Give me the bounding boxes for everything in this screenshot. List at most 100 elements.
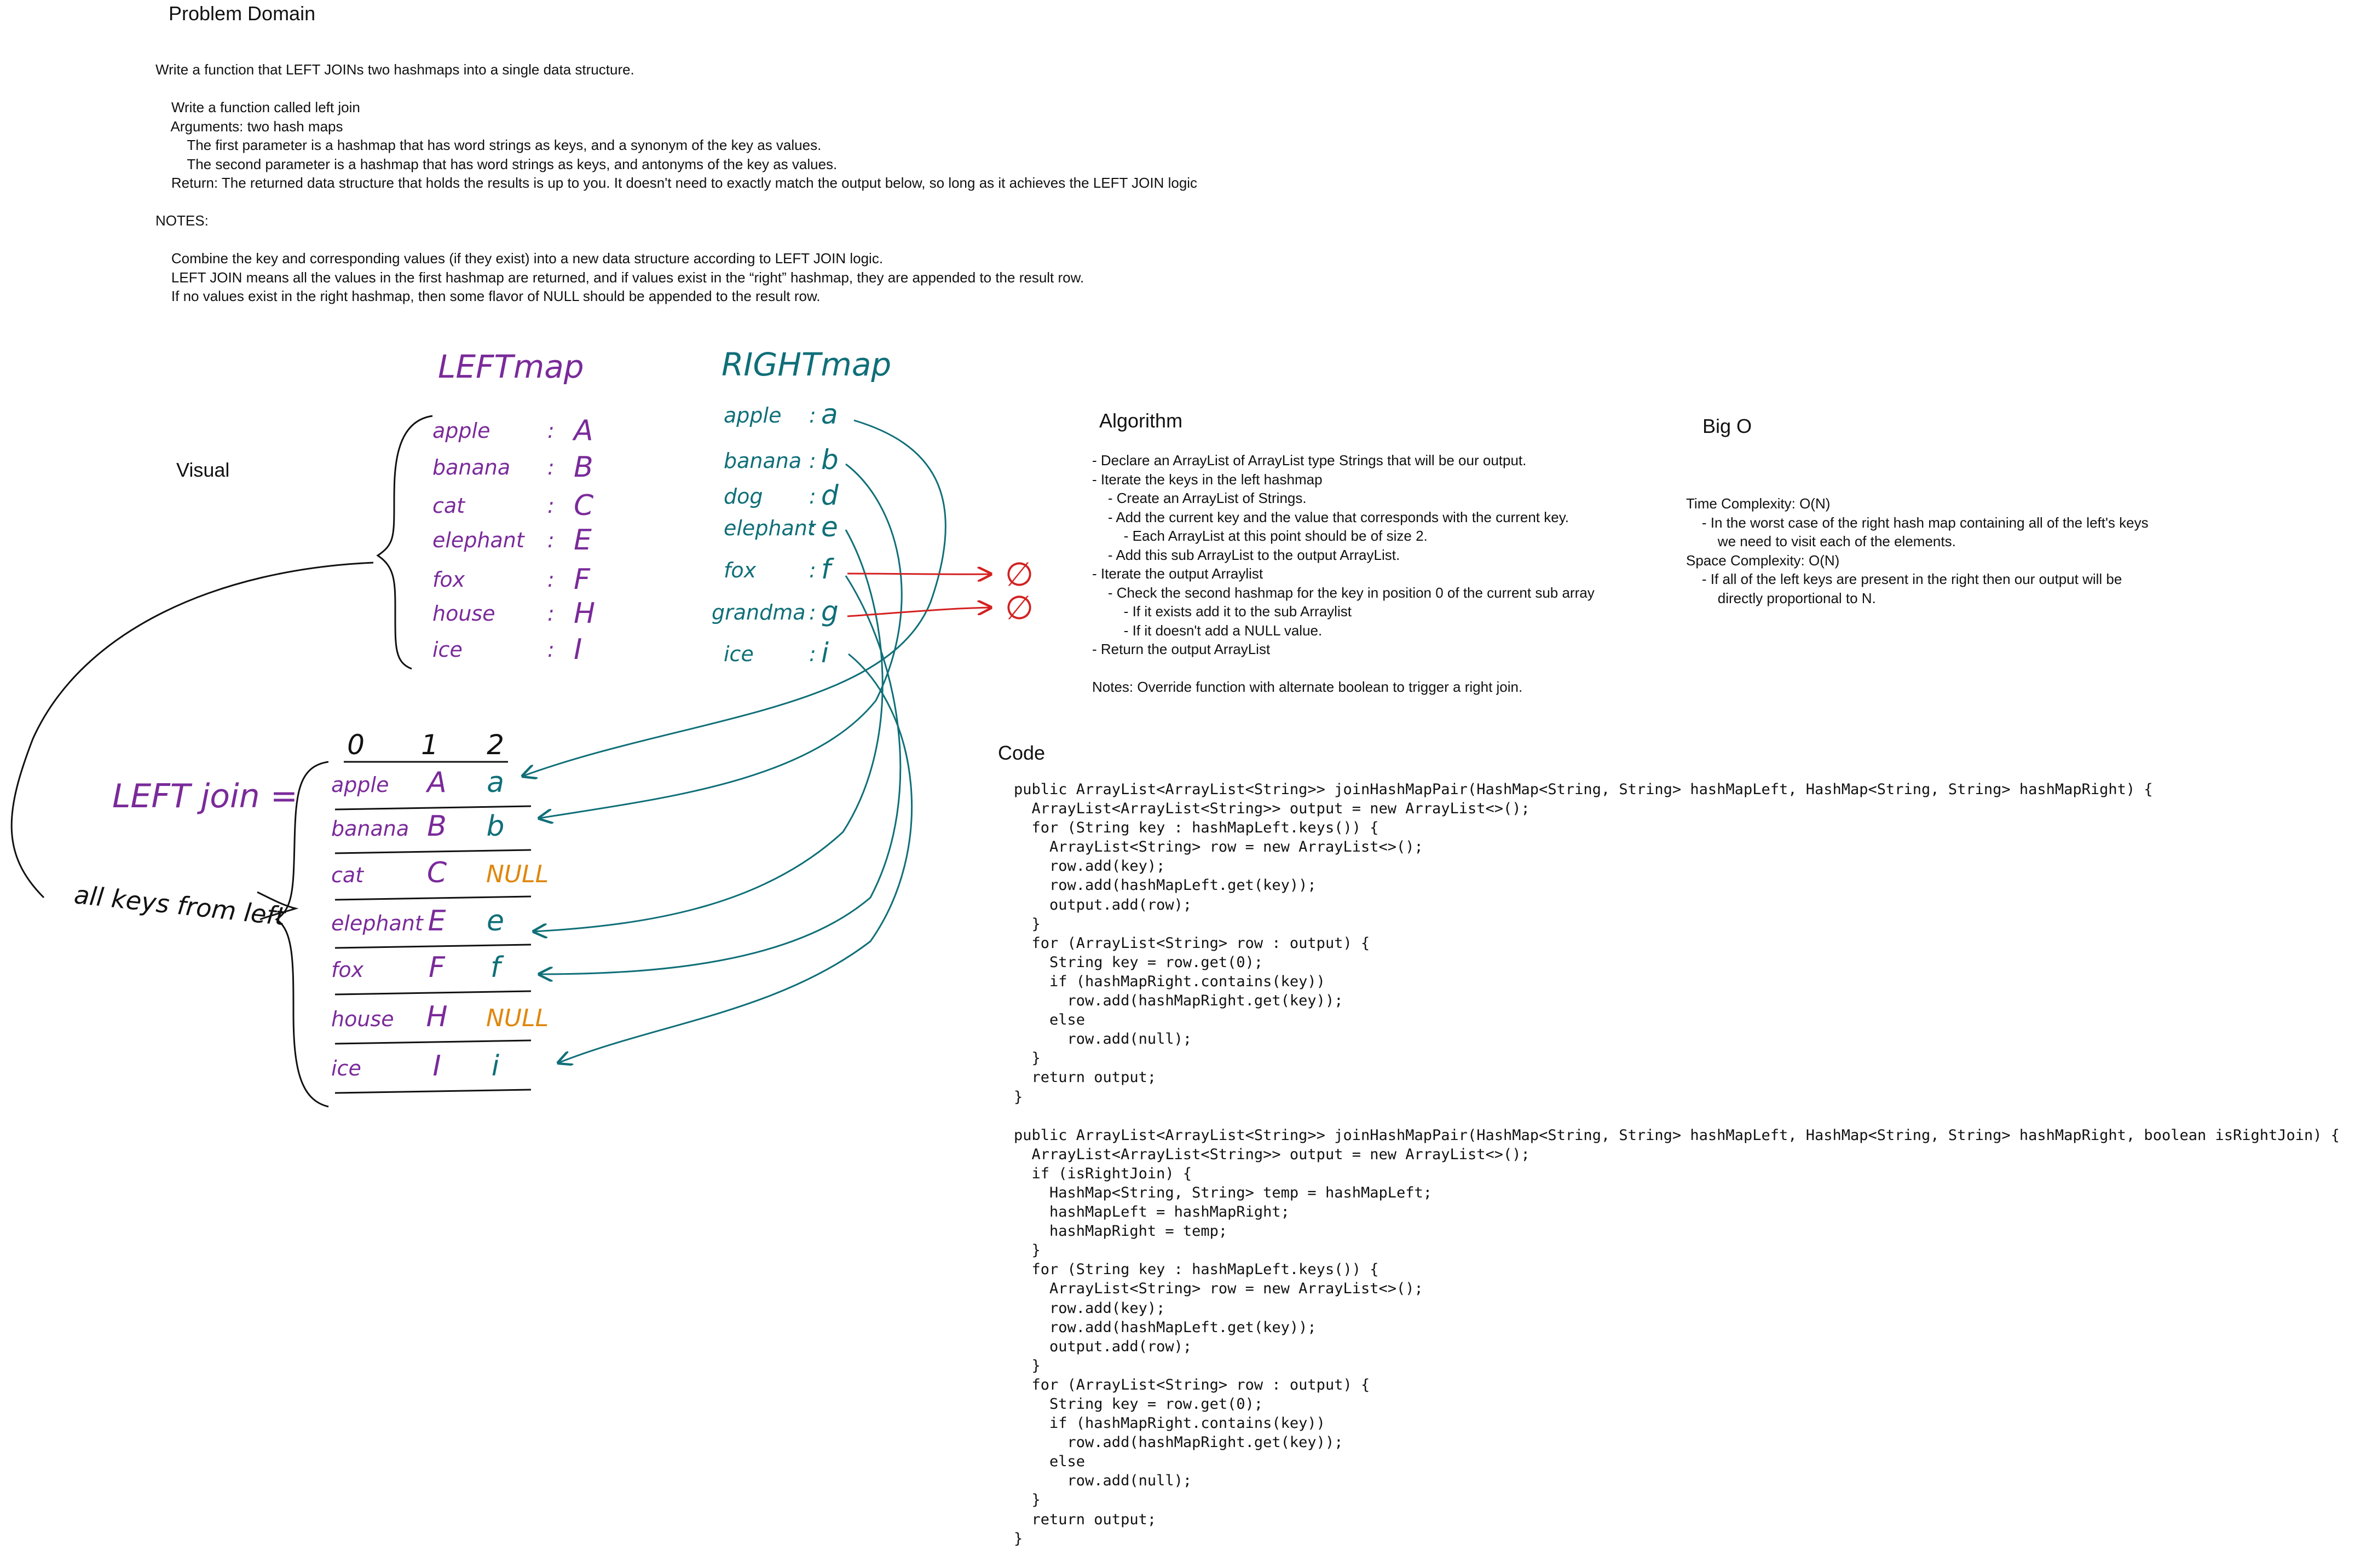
arrow-apple [523,419,946,776]
join-row-right-value: b [486,810,504,843]
left-map-key: fox [432,568,465,592]
text-line: String key = row.get(0); [1014,1396,1263,1413]
text-line: - In the worst case of the right hash ma… [1686,514,2149,531]
text-line: row.add(hashMapLeft.get(key)); [1014,1318,1317,1336]
join-row-left-value: I [432,1050,441,1083]
join-row-key: banana [331,817,409,841]
text-line: for (ArrayList<String> row : output) { [1014,1376,1370,1393]
text-line: Notes: Override function with alternate … [1092,679,1523,695]
join-row-right-value: i [492,1050,500,1083]
left-map-key: house [432,601,495,626]
left-map-key: banana [432,455,510,479]
text-line: LEFT JOIN means all the values in the fi… [155,269,1084,286]
join-row-key: house [331,1007,394,1031]
text-line [1014,1107,2340,1126]
right-map-key: banana [724,449,801,473]
text-line: } [1014,915,1041,933]
join-row-left-value: B [427,810,447,843]
left-map-value: E [574,524,592,557]
left-map-colon: : [547,638,555,662]
right-map-key: apple [724,403,781,427]
text-line: Time Complexity: O(N) [1686,495,1831,512]
left-map-value: I [574,633,582,666]
left-map-key: cat [432,494,466,518]
text-line: row.add(null); [1014,1031,1192,1048]
text-line: Space Complexity: O(N) [1686,552,1840,569]
left-map-key: ice [432,638,463,662]
right-map-value: e [821,511,838,543]
row-divider [334,990,532,996]
text-line: } [1014,1357,1041,1374]
join-row-left-value: F [429,951,446,984]
text-line: if (hashMapRight.contains(key)) [1014,973,1325,990]
left-map-colon: : [547,494,555,518]
right-map-value: a [821,398,838,430]
text-line: Arguments: two hash maps [155,118,343,135]
join-row-key: apple [331,773,389,797]
join-row-right-value: NULL [486,860,549,888]
algorithm-heading: Algorithm [1099,409,1183,432]
left-map-value: H [574,597,595,630]
column-header: 1 [421,729,438,761]
right-map-value: i [821,637,829,669]
left-map-key: elephant [432,528,526,552]
arrow-fox [539,575,902,974]
text-line: public ArrayList<ArrayList<String>> join… [1014,1126,2340,1144]
text-line: else [1014,1453,1086,1471]
all-keys-arrow [257,891,299,921]
join-row-key: elephant [331,911,424,935]
text-line: HashMap<String, String> temp = hashMapLe… [1014,1184,1433,1201]
visual-heading: Visual [176,459,230,481]
right-map-value: b [821,444,839,476]
row-divider [334,895,532,901]
text-line: } [1014,1088,1023,1106]
text-line: row.add(null); [1014,1472,1192,1490]
join-row-right-value: NULL [486,1004,549,1032]
text-line: we need to visit each of the elements. [1686,533,1956,549]
left-map-colon: : [547,568,555,592]
right-map-colon: : [809,449,816,473]
right-map-colon: : [809,516,816,540]
text-line: row.add(hashMapLeft.get(key)); [1014,877,1317,894]
arrow-grandma-null [847,607,991,617]
join-row-key: cat [331,863,365,887]
text-line: String key = row.get(0); [1014,953,1263,971]
right-map-key: fox [724,558,757,582]
text-line: ArrayList<String> row = new ArrayList<>(… [1014,1280,1423,1298]
right-map-key: ice [724,642,754,666]
algorithm-text: - Declare an ArrayList of ArrayList type… [1092,451,1595,697]
right-map-colon: : [809,642,816,666]
right-map-value: g [821,595,839,627]
text-line: Write a function called left join [155,99,360,115]
right-map-key: dog [724,484,763,508]
join-row-key: ice [331,1056,361,1080]
join-label: LEFT join = [112,777,298,815]
bigo-text: Time Complexity: O(N) - In the worst cas… [1686,494,2149,607]
join-row-right-value: e [487,905,504,938]
null-symbol-fox: ∅ [1005,556,1034,594]
text-line: hashMapRight = temp; [1014,1223,1228,1240]
text-line: Combine the key and corresponding values… [155,250,884,267]
problem-text: Write a function that LEFT JOINs two has… [155,60,1197,306]
text-line: - Check the second hashmap for the key i… [1092,584,1595,601]
text-line: - Iterate the output Arraylist [1092,565,1263,582]
row-divider [334,1089,532,1094]
left-map-value: B [574,451,593,484]
text-line: - If it exists add it to the sub Arrayli… [1092,603,1352,620]
text-line: return output; [1014,1069,1157,1086]
text-line: for (ArrayList<String> row : output) { [1014,934,1370,952]
right-map-colon: : [809,558,816,582]
left-map-value: F [574,563,591,596]
right-map-colon: : [809,484,816,508]
column-header: 0 [347,729,365,761]
join-row-key: fox [331,958,364,982]
left-map-title: LEFTmap [438,348,584,385]
join-row-left-value: E [428,905,446,938]
left-map-value: C [574,489,594,522]
row-divider [334,805,532,811]
text-line: - Iterate the keys in the left hashmap [1092,471,1323,488]
text-line: row.add(hashMapRight.get(key)); [1014,1434,1343,1451]
text-line: if (isRightJoin) { [1014,1165,1192,1182]
text-line: row.add(key); [1014,1299,1165,1317]
right-map-colon: : [809,600,816,624]
